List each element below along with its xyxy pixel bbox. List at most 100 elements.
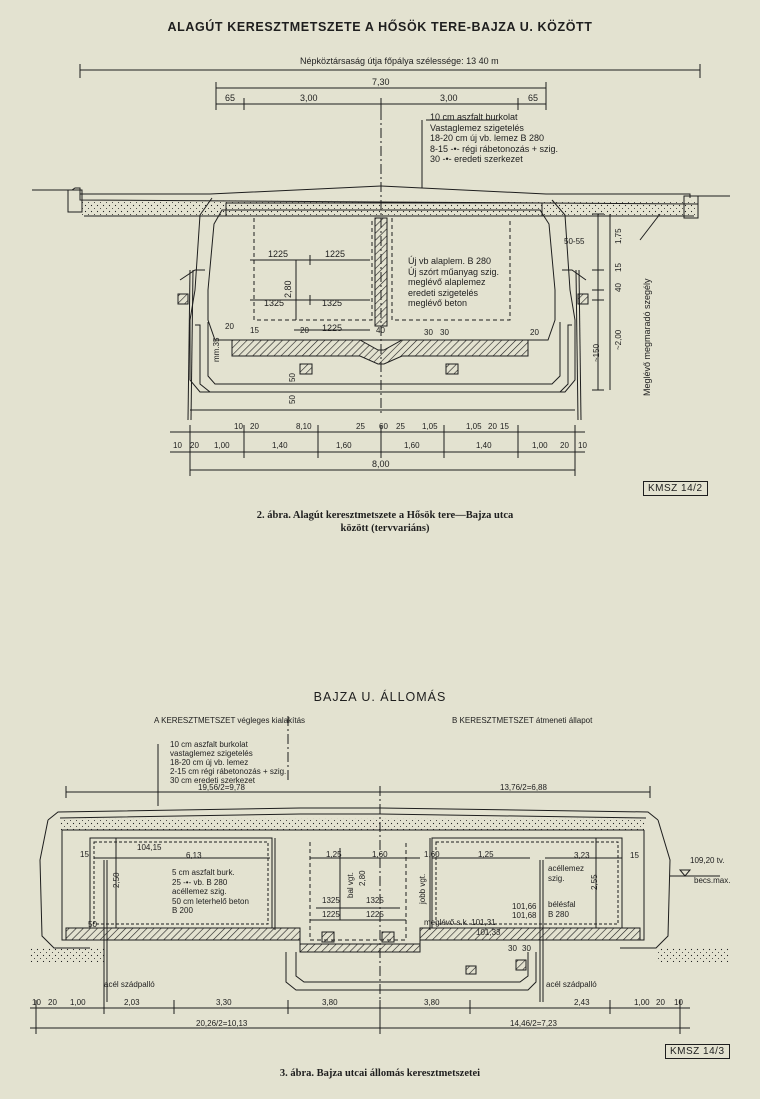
center-small-dim: 30 [440, 328, 449, 337]
caption-fig1: 2. ábra. Alagút keresztmetszete a Hősök … [200, 509, 570, 535]
dim-row2-item: 10 [578, 441, 587, 450]
track-dim: 1225 [268, 249, 289, 259]
total-right-dim: 14,46/2=7,23 [510, 1019, 557, 1028]
center-small-dim: 40 [376, 326, 385, 335]
right-dim: 101,68 [512, 911, 537, 920]
water-level-note: becs.max. [694, 876, 731, 885]
caption-fig2: 3. ábra. Bajza utcai állomás keresztmets… [279, 1068, 481, 1079]
right-dim: 101,66 [512, 902, 537, 911]
inner-label: Új szórt műanyag szig. [408, 266, 500, 277]
layer-item: 10 cm aszfalt burkolat [430, 112, 518, 122]
right-dim: 3,23 [574, 851, 590, 860]
dim-row-item: 10 [674, 998, 683, 1007]
remaining-wall-label: Meglévő megmaradó szegély [642, 278, 652, 396]
total-left-dim: 20,26/2=10,13 [196, 1019, 248, 1028]
center-small-dim: 20 [530, 328, 539, 337]
dim-row-item: 3,80 [322, 998, 338, 1007]
right-dim: 2,55 [590, 874, 599, 890]
wall-dim: 50-55 [564, 237, 585, 246]
left-dim: 2,50 [112, 872, 121, 888]
dim-row2-item: 1,00 [214, 441, 230, 450]
dim-row-item: 2,43 [574, 998, 590, 1007]
left-label: 5 cm aszfalt burk. [172, 868, 235, 877]
height-dim: 2,80 [283, 280, 293, 298]
center-dim: 1,60 [372, 850, 388, 859]
sheet-pile-label: acél szádpalló [546, 980, 597, 989]
caption-line: 2. ábra. Alagút keresztmetszete a Hősök … [256, 510, 514, 521]
existing-level: meglévő s.k. 101,31 [424, 918, 496, 927]
section-a-label: A KERESZTMETSZET végleges kialakítás [154, 716, 306, 725]
dim-top-part: 65 [528, 93, 539, 103]
small-dim: 15 [250, 326, 259, 335]
inner-label: meglévő beton [408, 298, 468, 308]
half-left-dim: 19,56/2=9,78 [198, 783, 245, 792]
rail-label: bal vgt. [346, 872, 355, 898]
right-height-dim: ~150 [592, 343, 601, 362]
left-dim: 104,15 [137, 843, 162, 852]
dim-row1-item: 10 [234, 422, 243, 431]
center-height: 2,80 [358, 870, 367, 886]
center-dim: 1325 [366, 896, 384, 905]
left-label: B 200 [172, 906, 193, 915]
right-dim: 15 [630, 851, 639, 860]
figure1-title: ALAGÚT KERESZTMETSZETE A HŐSÖK TERE-BAJZ… [167, 20, 593, 34]
dim-row1-item: 25 [356, 422, 365, 431]
sheet-pile-label: acél szádpalló [104, 980, 155, 989]
inner-label: eredeti szigetelés [408, 287, 479, 298]
bottom-dim: 50 [288, 373, 297, 382]
dim-row2-item: 20 [190, 441, 199, 450]
right-height-dim: ~2,00 [614, 329, 623, 350]
right-height-dim: 1,75 [614, 228, 623, 244]
center-dim: 1225 [322, 910, 340, 919]
center-dim: 1,60 [424, 850, 440, 859]
dim-row1-item: 20 [250, 422, 259, 431]
mm-dim: mm.35 [212, 337, 221, 362]
layer-item: Vastaglemez szigetelés [430, 122, 524, 133]
inner-label: meglévő alaplemez [408, 277, 486, 287]
dim-row-item: 20 [48, 998, 57, 1007]
dim-row2-item: 1,60 [404, 441, 420, 450]
dim-row-item: 20 [656, 998, 665, 1007]
center-small-dim: 20 [300, 326, 309, 335]
inner-label-list: Új vb alaplem. B 280 Új szórt műanyag sz… [408, 256, 499, 309]
track-dim: 1225 [322, 323, 343, 333]
dim-row1-item: 1,05 [422, 422, 438, 431]
dim-total: 8,00 [372, 459, 390, 469]
right-dim: 30 [522, 944, 531, 953]
fig2-layer-list: 10 cm aszfalt burkolat vastaglemez szige… [170, 740, 286, 785]
bottom-dim: 50 [288, 395, 297, 404]
dim-row1-item: 15 [500, 422, 509, 431]
layer-item: 18-20 cm új vb. lemez B 280 [430, 133, 545, 143]
left-dim: 50 [88, 920, 97, 929]
track-dim: 1325 [264, 298, 285, 308]
left-dim: 15 [80, 850, 89, 859]
left-label: acéllemez szig. [172, 887, 227, 896]
center-small-dim: 30 [424, 328, 433, 337]
layer-list: 10 cm aszfalt burkolat Vastaglemez szige… [430, 112, 558, 165]
dim-row2-item: 1,60 [336, 441, 352, 450]
right-height-dim: 15 [614, 263, 623, 272]
right-label: bélésfal [548, 900, 576, 909]
center-dim: 1,25 [478, 850, 494, 859]
right-label: acéllemez [548, 864, 585, 873]
half-right-dim: 13,76/2=6,88 [500, 783, 547, 792]
track-dim: 1225 [325, 249, 346, 259]
figure1-drawing [32, 64, 730, 476]
section-b-label: B KERESZTMETSZET átmeneti állapot [452, 716, 593, 725]
caption-line: között (tervvariáns) [340, 523, 430, 534]
dim-row2-item: 10 [173, 441, 182, 450]
fig2-right-label-list-2: bélésfal B 280 [548, 900, 576, 919]
existing-level: 101,33 [476, 928, 501, 937]
dim-row-item: 3,30 [216, 998, 232, 1007]
layer-item: 30 cm eredeti szerkezet [170, 776, 255, 785]
stamp-fig1: KMSZ 14/2 [643, 481, 708, 496]
dim-row-item: 1,00 [634, 998, 650, 1007]
right-dim: 30 [508, 944, 517, 953]
fig2-left-label-list: 5 cm aszfalt burk. 25 -•- vb. B 280 acél… [172, 868, 249, 916]
center-dim: 1,25 [326, 850, 342, 859]
dim-row1-item: 20 [488, 422, 497, 431]
layer-item: 18-20 cm új vb. lemez [170, 758, 249, 767]
dim-top-part: 3,00 [300, 93, 318, 103]
track-dim: 1325 [322, 298, 343, 308]
